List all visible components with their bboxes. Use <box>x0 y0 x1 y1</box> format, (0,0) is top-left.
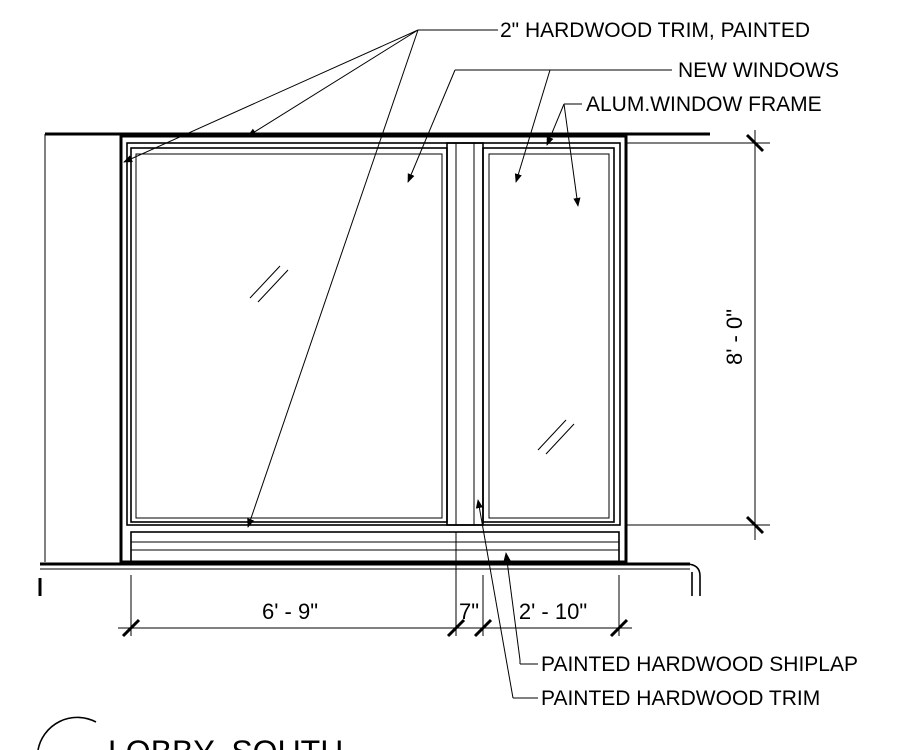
view-symbol <box>37 716 97 750</box>
callout-shiplap: PAINTED HARDWOOD SHIPLAP <box>541 653 858 676</box>
leader-hardwood-trim <box>123 29 498 528</box>
callout-hardwood-trim: 2" HARDWOOD TRIM, PAINTED <box>500 19 810 42</box>
leader-new-windows <box>407 69 672 183</box>
view-title: LOBBY- SOUTH <box>108 734 343 750</box>
dimension-tick <box>609 618 629 638</box>
leader-alum-frame <box>546 103 582 207</box>
callout-painted-trim: PAINTED HARDWOOD TRIM <box>541 687 820 710</box>
height-dimension: 8' - 0" <box>722 309 747 365</box>
trim-inner <box>126 142 621 526</box>
dimension-tick <box>473 618 493 638</box>
leader-painted-trim <box>475 499 538 699</box>
mullion-trim <box>446 142 484 526</box>
dimension-tick <box>745 515 765 535</box>
leader-shiplap <box>503 552 538 665</box>
left-window-frame <box>130 147 448 523</box>
dimension-tick <box>745 133 765 153</box>
glass-hatch <box>249 265 575 455</box>
callout-alum-frame: ALUM.WINDOW FRAME <box>586 93 822 116</box>
mullion-dimension: 7" <box>459 599 479 624</box>
shiplap-panel <box>130 531 620 563</box>
callout-new-windows: NEW WINDOWS <box>678 59 839 82</box>
right-window-glass <box>488 153 610 519</box>
right-width-dimension: 2' - 10" <box>519 599 587 624</box>
left-window-glass <box>135 153 443 519</box>
window-opening <box>119 134 628 564</box>
dimension-tick <box>446 618 466 638</box>
dimension-tick <box>121 618 141 638</box>
left-width-dimension: 6' - 9" <box>262 599 318 624</box>
right-window-frame <box>482 147 615 523</box>
floor-step <box>685 563 701 596</box>
